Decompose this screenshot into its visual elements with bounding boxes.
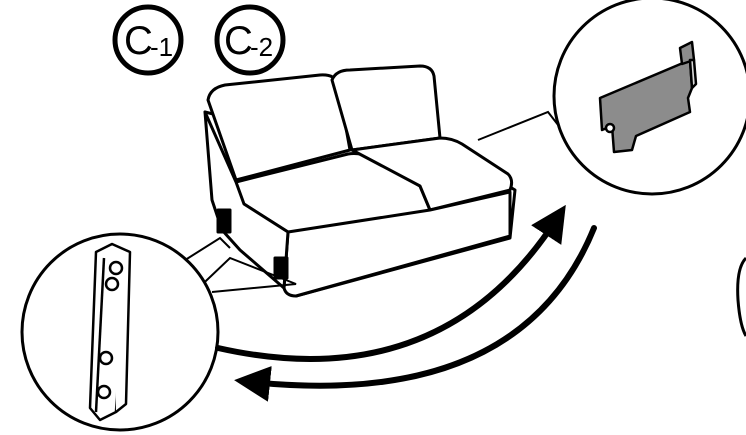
part-label-c1-letter: C <box>124 19 153 63</box>
partial-callout-edge <box>738 258 746 336</box>
part-label-c2: C -2 <box>217 7 283 73</box>
part-label-c1: C -1 <box>115 7 181 73</box>
part-label-c1-suffix: -1 <box>150 32 173 62</box>
part-label-c2-suffix: -2 <box>250 32 273 62</box>
metal-rail-icon <box>90 244 130 420</box>
part-label-c2-letter: C <box>224 19 253 63</box>
armless-sofa-module-icon <box>205 66 515 296</box>
